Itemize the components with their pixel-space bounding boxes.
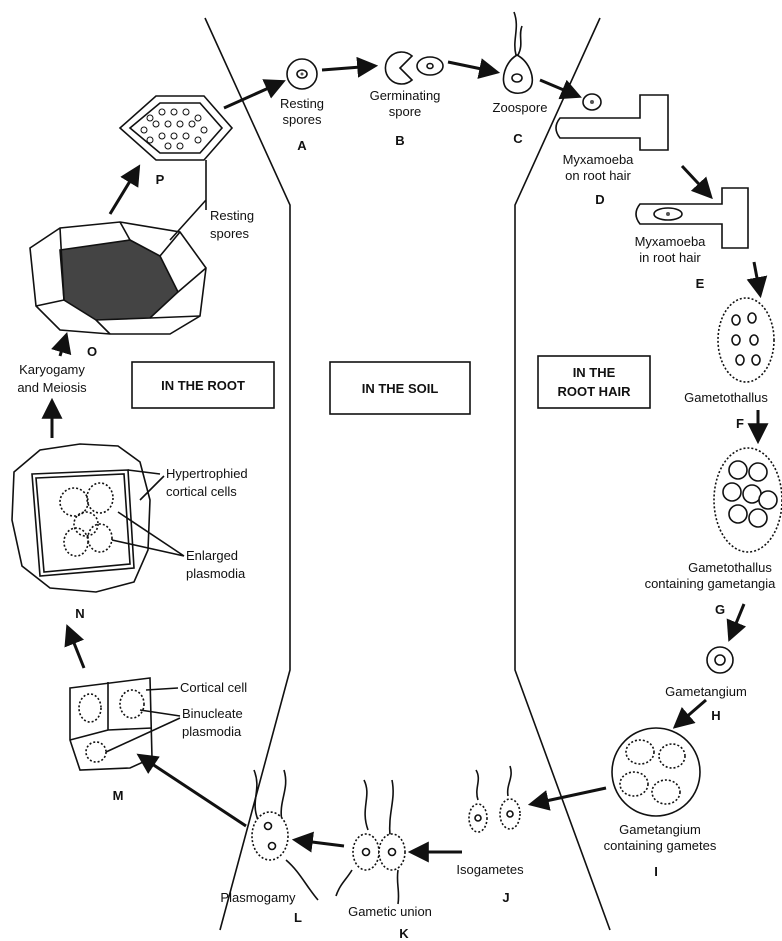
svg-text:M: M [113, 788, 124, 803]
svg-text:Karyogamy: Karyogamy [19, 362, 85, 377]
svg-text:Gametic union: Gametic union [348, 904, 432, 919]
svg-text:plasmodia: plasmodia [186, 566, 246, 581]
arrow-e-to-f [754, 262, 760, 294]
svg-text:Enlarged: Enlarged [186, 548, 238, 563]
svg-text:spores: spores [282, 112, 322, 127]
arrow-m-to-n [68, 628, 84, 668]
svg-text:Gametangium: Gametangium [665, 684, 747, 699]
stage-l-plasmogamy: Plasmogamy L [220, 770, 318, 925]
arrow-o-to-p [110, 168, 138, 214]
stage-k-gametic-union: Gametic union K [336, 780, 432, 941]
svg-text:J: J [502, 890, 509, 905]
arrow-i-to-j [532, 788, 606, 804]
stage-n-hypertrophied-cortical-cells: Hypertrophied cortical cells Enlarged pl… [12, 444, 248, 621]
svg-text:Myxamoeba: Myxamoeba [635, 234, 707, 249]
arrow-l-to-m [140, 756, 246, 826]
arrow-p-to-a [224, 82, 282, 108]
stage-g-gametothallus-with-gametangia: Gametothallus containing gametangia G [645, 448, 782, 617]
svg-text:spore: spore [389, 104, 422, 119]
arrow-k-to-l [296, 840, 344, 846]
svg-text:E: E [696, 276, 705, 291]
svg-text:L: L [294, 910, 302, 925]
svg-text:D: D [595, 192, 604, 207]
stage-m-binucleate-plasmodia: Cortical cell Binucleate plasmodia M [70, 678, 247, 803]
svg-text:Plasmogamy: Plasmogamy [220, 890, 296, 905]
svg-text:cortical cells: cortical cells [166, 484, 237, 499]
svg-text:in root hair: in root hair [639, 250, 701, 265]
region-root-hair: IN THE ROOT HAIR [538, 356, 650, 408]
svg-text:ROOT HAIR: ROOT HAIR [558, 384, 632, 399]
stage-h-gametangium: Gametangium H [665, 647, 747, 723]
arrow-c-to-d [540, 80, 578, 96]
svg-text:P: P [156, 172, 165, 187]
svg-text:IN THE: IN THE [573, 365, 616, 380]
svg-text:Cortical cell: Cortical cell [180, 680, 247, 695]
stage-d-myxamoeba-on-root-hair: Myxamoeba on root hair D [556, 94, 668, 207]
svg-text:containing gametes: containing gametes [604, 838, 717, 853]
svg-text:Hypertrophied: Hypertrophied [166, 466, 248, 481]
svg-text:O: O [87, 344, 97, 359]
svg-text:I: I [654, 864, 658, 879]
svg-text:C: C [513, 131, 523, 146]
svg-text:G: G [715, 602, 725, 617]
arrow-b-to-c [448, 62, 496, 72]
svg-text:IN THE SOIL: IN THE SOIL [362, 381, 439, 396]
stage-f-gametothallus: Gametothallus F [684, 298, 774, 431]
svg-text:Resting: Resting [210, 208, 254, 223]
arrow-karyogamy-to-o [60, 336, 66, 356]
svg-text:Binucleate: Binucleate [182, 706, 243, 721]
arrow-d-to-e [682, 166, 710, 196]
svg-text:Gametothallus: Gametothallus [688, 560, 772, 575]
svg-text:A: A [297, 138, 307, 153]
svg-text:plasmodia: plasmodia [182, 724, 242, 739]
svg-text:B: B [395, 133, 404, 148]
svg-text:Myxamoeba: Myxamoeba [563, 152, 635, 167]
svg-text:Zoospore: Zoospore [493, 100, 548, 115]
svg-text:Germinating: Germinating [370, 88, 441, 103]
stage-p-resting-spore-cell: Resting spores P [120, 96, 254, 241]
stage-a-resting-spore: Resting spores A [280, 59, 324, 153]
svg-text:Gametothallus: Gametothallus [684, 390, 768, 405]
svg-text:Isogametes: Isogametes [456, 862, 524, 877]
stage-b-germinating-spore: Germinating spore B [370, 52, 443, 148]
svg-text:and Meiosis: and Meiosis [17, 380, 87, 395]
svg-text:containing gametangia: containing gametangia [645, 576, 777, 591]
arrow-g-to-h [730, 604, 744, 638]
svg-text:F: F [736, 416, 744, 431]
arrow-h-to-i [676, 700, 706, 726]
region-soil: IN THE SOIL [330, 362, 470, 414]
svg-text:IN THE ROOT: IN THE ROOT [161, 378, 245, 393]
svg-text:N: N [75, 606, 84, 621]
region-root: IN THE ROOT [132, 362, 274, 408]
svg-text:Gametangium: Gametangium [619, 822, 701, 837]
stage-i-gametangium-with-gametes: Gametangium containing gametes I [604, 728, 717, 879]
stage-c-zoospore: Zoospore C [493, 12, 548, 146]
arrow-a-to-b [322, 66, 374, 70]
svg-text:on root hair: on root hair [565, 168, 631, 183]
stage-j-isogametes: Isogametes J [456, 766, 524, 905]
svg-text:Resting: Resting [280, 96, 324, 111]
stage-e-myxamoeba-in-root-hair: Myxamoeba in root hair E [635, 188, 748, 291]
svg-text:K: K [399, 926, 409, 941]
svg-text:spores: spores [210, 226, 250, 241]
svg-text:H: H [711, 708, 720, 723]
